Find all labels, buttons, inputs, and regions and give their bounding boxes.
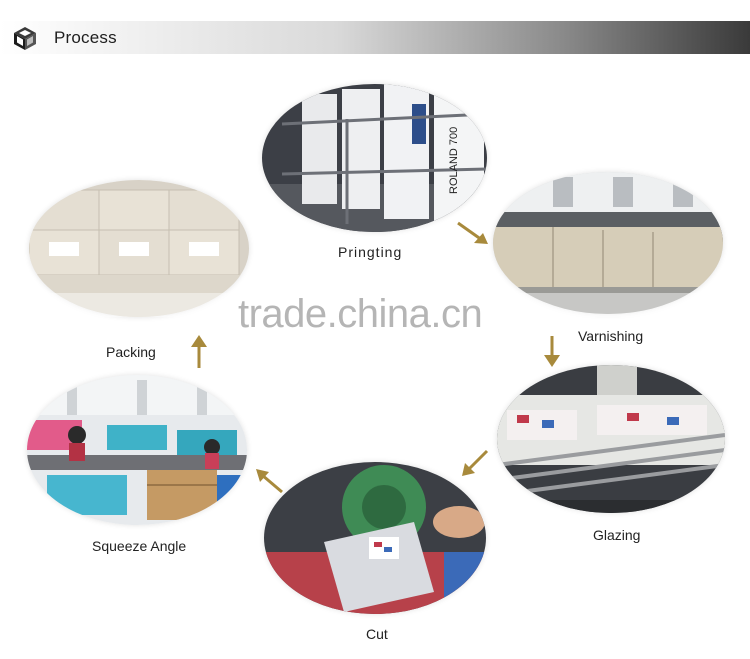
glazing-photo	[497, 365, 725, 513]
squeeze-angle-photo	[27, 375, 247, 525]
packing-photo	[29, 180, 249, 317]
printing-photo: ROLAND 700	[262, 84, 487, 232]
page-title: Process	[54, 28, 117, 47]
step-label-glazing: Glazing	[593, 527, 641, 543]
arrow-down-left-icon	[462, 449, 489, 476]
arrow-down-icon	[544, 336, 560, 367]
step-label-printing: Pringting	[338, 244, 403, 260]
cut-photo	[264, 462, 486, 614]
section-header: Process	[0, 21, 750, 54]
watermark-text: trade.china.cn	[238, 292, 483, 336]
watermark-band	[30, 293, 720, 317]
step-label-varnishing: Varnishing	[578, 328, 644, 344]
step-label-squeeze: Squeeze Angle	[92, 538, 187, 554]
machine-marking: ROLAND 700	[448, 127, 460, 194]
step-label-cut: Cut	[366, 626, 388, 642]
step-label-packing: Packing	[106, 344, 156, 360]
cube-logo-icon	[14, 27, 36, 50]
arrow-left-up-icon	[256, 469, 283, 494]
arrow-up-icon	[191, 335, 207, 368]
arrow-right-down-icon	[457, 221, 488, 244]
